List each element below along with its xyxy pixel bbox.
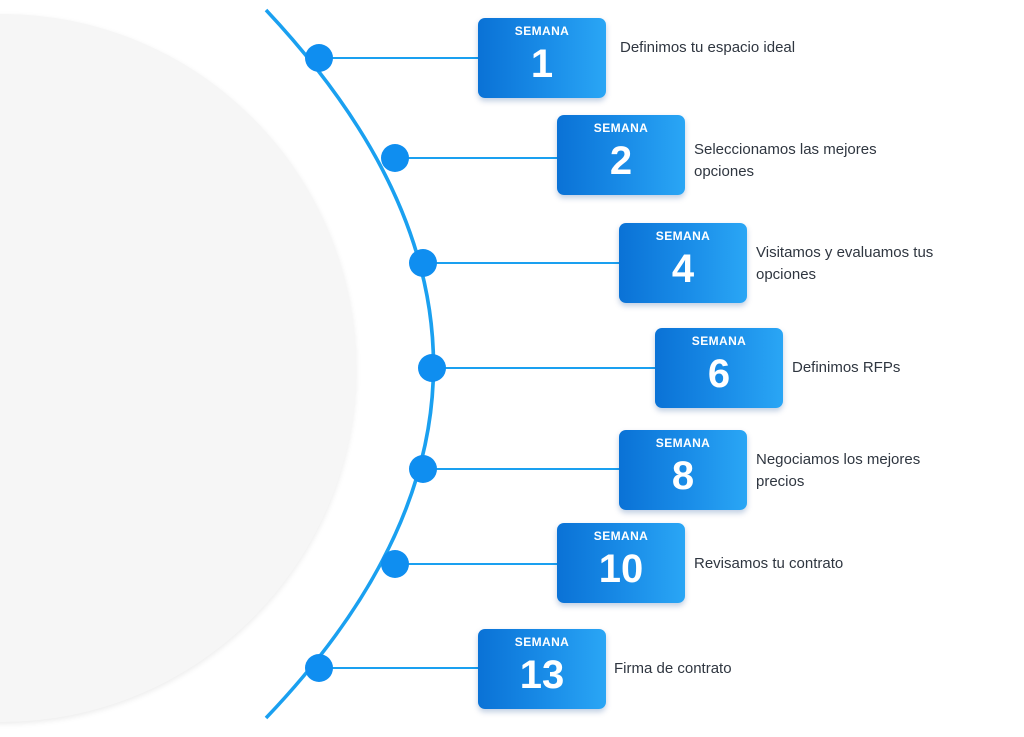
week-number: 8: [671, 454, 695, 498]
week-label: SEMANA: [514, 24, 570, 38]
week-number: 2: [609, 139, 633, 183]
week-box-10: SEMANA 10: [557, 523, 685, 603]
timeline-dot: [305, 654, 333, 682]
step-text-8: Negociamos los mejores precios: [756, 451, 921, 490]
week-number: 13: [519, 653, 565, 697]
timeline-dot: [381, 144, 409, 172]
week-label: SEMANA: [655, 436, 711, 450]
week-box-4: SEMANA 4: [619, 223, 747, 303]
week-box-8: SEMANA 8: [619, 430, 747, 510]
week-number: 1: [530, 42, 554, 86]
step-text-2: Seleccionamos las mejores opciones: [694, 141, 877, 180]
week-label: SEMANA: [514, 635, 570, 649]
week-label: SEMANA: [593, 121, 649, 135]
week-label: SEMANA: [593, 529, 649, 543]
week-box-6: SEMANA 6: [655, 328, 783, 408]
step-text-10: Revisamos tu contrato: [694, 555, 844, 572]
week-label: SEMANA: [655, 229, 711, 243]
timeline-dot: [409, 249, 437, 277]
step-text-1: Definimos tu espacio ideal: [620, 39, 796, 56]
week-box-2: SEMANA 2: [557, 115, 685, 195]
step-text-4: Visitamos y evaluamos tus opciones: [756, 244, 934, 283]
step-text-13: Firma de contrato: [614, 660, 732, 677]
timeline-dot: [409, 455, 437, 483]
timeline-dot: [305, 44, 333, 72]
week-number: 10: [598, 547, 644, 591]
timeline-dot: [418, 354, 446, 382]
step-text-6: Definimos RFPs: [792, 359, 901, 376]
week-number: 6: [707, 352, 731, 396]
week-number: 4: [671, 247, 695, 291]
week-label: SEMANA: [691, 334, 747, 348]
week-box-13: SEMANA 13: [478, 629, 606, 709]
week-box-1: SEMANA 1: [478, 18, 606, 98]
timeline-arc: [264, 8, 436, 720]
timeline-dot: [381, 550, 409, 578]
